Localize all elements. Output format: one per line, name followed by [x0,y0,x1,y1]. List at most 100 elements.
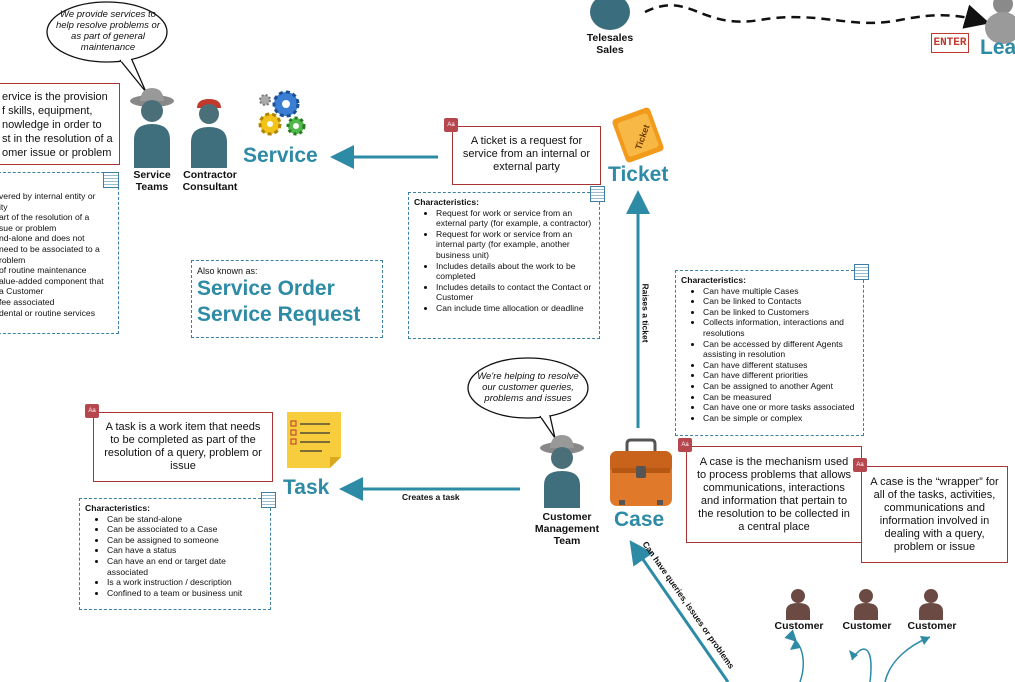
service-char-item: alue-added component that [0,275,104,286]
service-desc-line: nowledge in order to [2,119,102,131]
label-cmt: Customer Management Team [534,511,600,547]
speech-text-cmt: We're helping to resolve our customer qu… [477,371,579,404]
dashed-telesales-lead [644,4,990,29]
ticket-char-item: Can include time allocation or deadline [436,303,594,314]
case-char-item: Can have multiple Cases [703,286,858,297]
aka-label: Also known as: [197,266,258,276]
also-known-as-box: Also known as: Service Order Service Req… [191,260,383,338]
case-char-item: Can be measured [703,392,858,403]
service-char-item: sue or problem [0,222,57,233]
briefcase-icon [610,438,672,506]
person-cmt-icon [540,435,584,508]
task-char-item: Can be associated to a Case [107,524,265,535]
service-char-item: ity [0,201,8,212]
note-tag-icon: Aa [444,118,458,132]
person-customer2-icon [854,589,878,620]
ticket-char-item: Request for work or service from an exte… [436,208,594,229]
ticket-char-item: Includes details about the work to be co… [436,261,594,282]
case-char-item: Can be accessed by different Agents assi… [703,339,858,360]
service-desc-line: omer issue or problem [2,147,112,159]
customer-link-3 [884,636,931,682]
service-char-item: roblem [0,254,26,265]
document-icon [261,492,276,508]
document-icon [103,172,119,188]
task-char-item: Can be stand-alone [107,514,265,525]
case-characteristics-box: Characteristics: Can have multiple Cases… [675,264,869,436]
task-definition-note: Aa A task is a work item that needs to b… [85,404,273,482]
service-char-item: of routine maintenance [0,265,87,276]
title-task: Task [283,476,330,499]
enter-badge: ENTER [931,33,969,53]
service-char-item: fee associated [0,296,55,307]
case-char-item: Can have different statuses [703,360,858,371]
ticket-icon: Ticket [612,107,664,163]
label-service-teams: Service Teams [133,169,171,193]
case-char-item: Can be linked to Contacts [703,296,858,307]
case-wrapper-note: Aa A case is the “wrapper” for all of th… [853,458,1008,563]
task-definition-text: A task is a work item that needs to be c… [104,421,262,472]
label-telesales: Telesales Sales [586,32,634,56]
title-service: Service [243,144,318,167]
gears-icon [258,90,306,136]
arrow-queries-case [629,540,730,682]
title-ticket: Ticket [608,163,669,186]
task-char-item: Can have a status [107,545,265,556]
task-char-item: Confined to a team or business unit [107,588,265,599]
service-char-item: dental or routine services [0,307,96,318]
service-char-item: vered by internal entity or [0,191,96,201]
service-char-item: nd-alone and does not [0,233,85,244]
person-customer1-icon [786,589,810,620]
case-char-item: Can have different priorities [703,370,858,381]
ticket-char-item: Request for work or service from an inte… [436,229,594,261]
ticket-definition-note: Aa A ticket is a request for service fro… [444,118,601,185]
service-char-item: art of the resolution of a [0,212,90,223]
task-char-item: Is a work instruction / description [107,577,265,588]
speech-text-top: We provide services to help resolve prob… [55,9,161,53]
speech-bubble-top [46,1,168,63]
service-desc-line: ervice is the provision [2,91,108,103]
ticket-char-item: Includes details to contact the Contact … [436,282,594,303]
service-desc-line: st in the resolution of a [2,133,113,145]
task-char-item: Can be assigned to someone [107,535,265,546]
ticket-char-header: Characteristics: [414,197,479,207]
note-tag-icon: Aa [678,438,692,452]
label-customer-3: Customer [907,620,957,632]
case-char-item: Can be assigned to another Agent [703,381,858,392]
note-tag-icon: Aa [85,404,99,418]
person-contractor-icon [191,99,227,168]
title-case: Case [614,508,665,531]
service-characteristics-box: vered by internal entity or ity art of t… [0,172,119,334]
label-contractor: Contractor Consultant [182,169,238,193]
label-customer-2: Customer [842,620,892,632]
case-char-item: Can have one or more tasks associated [703,402,858,413]
service-description-note: ervice is the provision f skills, equipm… [0,83,120,165]
document-icon [854,264,869,280]
edge-label-raises-ticket: Raises a ticket [640,283,651,343]
service-desc-line: f skills, equipment, [2,105,93,117]
speech-bubble-cmt [467,357,589,419]
aka-service-order: Service Order [197,277,335,300]
person-telesales-icon [590,0,630,30]
document-icon [590,186,605,202]
service-char-item: a Customer [0,286,44,297]
case-wrapper-text: A case is the “wrapper” for all of the t… [870,476,999,553]
task-characteristics-box: Characteristics: Can be stand-alone Can … [79,492,276,610]
ticket-characteristics-box: Characteristics: Request for work or ser… [408,186,605,339]
aka-service-request: Service Request [197,303,361,326]
person-service-teams-icon [130,88,174,168]
edge-label-creates-task: Creates a task [402,492,460,502]
service-char-item: need to be associated to a [0,243,100,254]
case-char-item: Can be simple or complex [703,413,858,424]
sticky-note-icon [287,412,341,468]
task-char-item: Can have an end or target date associate… [107,556,265,577]
title-lead: Lea [980,36,1015,59]
label-customer-1: Customer [774,620,824,632]
case-char-header: Characteristics: [681,275,746,285]
person-customer3-icon [919,589,943,620]
case-mechanism-text: A case is the mechanism used to process … [696,456,852,533]
case-char-item: Can be linked to Customers [703,307,858,318]
person-lead-icon [985,0,1015,44]
ticket-definition-text: A ticket is a request for service from a… [462,135,591,173]
case-mechanism-note: Aa A case is the mechanism used to proce… [678,438,862,543]
